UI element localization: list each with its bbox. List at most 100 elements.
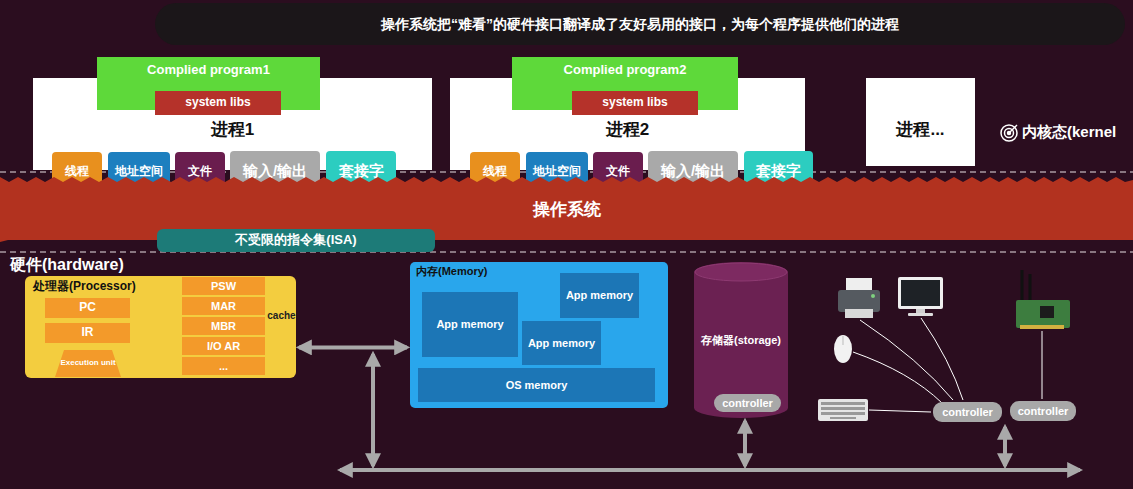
node-text: cache [267,310,295,322]
node-text: system libs [185,96,250,110]
printer-icon [838,278,880,318]
keyboard-icon-part-part [821,407,865,410]
node-text: App memory [436,318,503,331]
network-card-icon-part [1040,306,1054,318]
controller-box: controller [933,402,1002,422]
node-text: 套接字 [339,162,384,179]
program-box: system libs Complied program1 [97,57,320,110]
network-card-icon [1016,270,1070,329]
node-text: controller [722,397,773,410]
cache-label: cache [263,306,300,326]
node-text: 地址空间 [533,165,581,179]
cylinder-top [695,263,787,281]
node-text: 地址空间 [115,165,163,179]
system-bus-part [371,354,375,466]
node-text: Complied program1 [97,63,320,78]
data-link-arrow [299,345,407,349]
node-text: 线程 [65,165,89,179]
keyboard-icon-part-part [830,417,856,419]
monitor-icon-part [908,313,933,316]
isa-box: 不受限的指令集(ISA) [157,229,435,252]
node-text: 内存(Memory) [416,265,488,278]
network-card-icon-part [1021,270,1024,302]
target-icon-part [1009,125,1017,133]
network-card-icon-part [1016,300,1070,328]
controller-box: controller [1010,401,1076,421]
node-text: IR [82,326,94,340]
node-text: 线程 [483,165,507,179]
keyboard-icon-part [818,399,868,421]
register-box: ... [182,357,265,375]
node-text: PC [79,301,96,315]
node-text: OS memory [506,379,568,392]
device-wire-part [869,410,931,412]
node-text: App memory [566,289,633,302]
system-bus-part [340,468,1080,472]
node-text: Execution unit [60,359,116,367]
cylinder-body [694,262,788,418]
kernel-boundary [0,172,1133,252]
node-text: MBR [211,320,236,333]
library-box: system libs [572,91,698,115]
os-band: 不受限的指令集(ISA) 操作系统 [0,176,1133,246]
process-box: 进程... [866,78,975,166]
node-text: 文件 [188,165,212,179]
node-text: Complied program2 [512,63,738,78]
printer-icon-part [838,290,880,312]
register-box: IR [45,323,130,343]
node-text: system libs [602,96,667,110]
section-label: 硬件(hardware) [8,255,126,274]
node-text: ... [219,360,228,373]
node-text: I/O AR [207,340,240,353]
app-memory: App memory [422,292,518,357]
trapezoid-fill [55,350,121,377]
node-text: controller [1018,405,1069,418]
controller-box: controller [714,394,781,412]
memory-box: App memoryApp memoryApp memoryOS memory内… [410,262,668,408]
app-memory: App memory [522,321,601,365]
target-icon-part [1001,125,1017,141]
mouse-icon-part [834,335,852,363]
node-text: PSW [211,280,236,293]
title-bar: 操作系统把“难看”的硬件接口翻译成了友好易用的接口，为每个程序提供他们的进程 [155,3,1125,45]
monitor-icon-part [898,277,943,309]
register-box: MBR [182,317,265,335]
system-bus-part [1003,427,1007,466]
monitor-icon-part [901,280,940,306]
printer-icon-part [845,309,873,318]
node-text: 处理器(Processor) [33,280,136,294]
node-text: 操作系统 [0,200,1133,220]
device-wire-part [853,352,942,403]
mode-label: 内核态(kernel [1020,123,1118,141]
mouse-icon-part [843,336,844,345]
node-text: App memory [528,337,595,350]
node-text: controller [942,406,993,419]
monitor-icon [898,277,943,316]
network-card-icon-part [1029,274,1032,302]
keyboard-icon-part-part [821,402,865,405]
node-text: 不受限的指令集(ISA) [235,233,356,248]
node-text: MAR [211,300,236,313]
keyboard-icon [818,399,868,421]
execution-unit: Execution unit [55,350,121,377]
os-band-fill [0,177,1133,242]
register-box: PC [45,298,130,318]
device-wire-part [1042,331,1043,399]
node-text: 输入/输出 [661,162,725,179]
node-text: 套接字 [756,162,801,179]
keyboard-icon-part-part [821,412,865,415]
keyboard-icon-part [821,402,865,419]
mouse-icon [834,335,852,363]
library-box: system libs [155,91,281,115]
node-text: 输入/输出 [243,162,307,179]
process-box: system libsComplied program2线程地址空间文件输入/输… [450,78,805,170]
node-text: 进程1 [33,120,432,140]
printer-icon-part [846,278,872,291]
node-text: 进程... [866,120,975,140]
storage-cylinder: controller存储器(storage) [694,262,788,418]
device-wire-part [921,318,963,400]
device-wire [853,318,1042,412]
program-box: system libs Complied program2 [512,57,738,110]
printer-icon-part [871,294,875,298]
